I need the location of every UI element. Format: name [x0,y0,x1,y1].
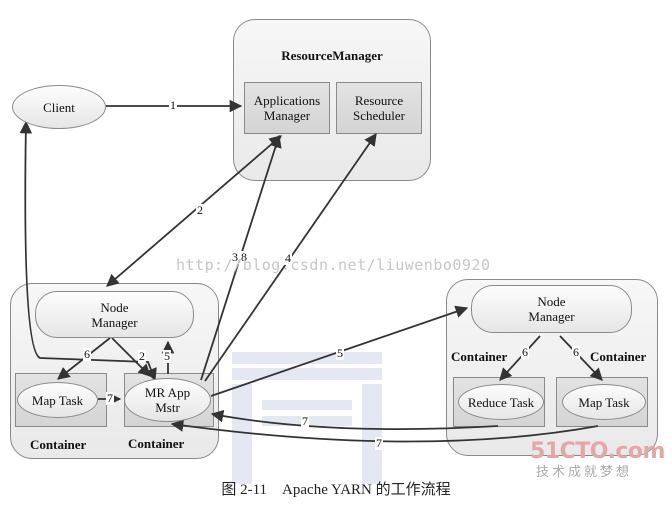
brand-logo-tagline: 技术成就梦想 [536,465,633,480]
mr-app-master-node: MR App Mstr [124,378,211,422]
map-task-right-label: Map Task [578,394,630,410]
edge-label-3-8: 3,8 [231,250,248,264]
client-label: Client [43,99,75,115]
edge-label-6-right-2: 6 [572,345,580,359]
node-manager-left-label: Node Manager [91,299,138,330]
edge-label-7-b: 7 [375,436,383,450]
brand-logo-text: 51CTO.com [530,439,665,464]
edge-label-1: 1 [169,98,177,112]
arrow-map-task-right-to-mr-master [170,419,599,443]
map-task-right-node: Map Task [562,384,646,420]
edge-label-2: 2 [196,203,204,217]
edge-label-5: 5 [336,346,344,360]
arrow-reduce-task-to-mr-master [210,409,499,431]
edge-label-4: 4 [284,251,292,265]
resource-scheduler-label: Resource Scheduler [353,93,405,123]
mr-app-master-label: MR App Mstr [144,385,191,415]
applications-manager-box [244,82,330,134]
map-task-left-node: Map Task [17,382,98,418]
resource-scheduler-box [336,82,422,134]
node-manager-right-label: Node Manager [528,294,575,324]
edge-label-5-left: 5 [163,349,171,363]
edge-label-7-a: 7 [301,414,309,428]
container-left-2-label: Container [128,436,185,451]
node-manager-right: Node Manager [471,285,632,333]
edge-label-2-left: 2 [138,349,146,363]
watermark-url: http://blog.csdn.net/liuwenbo0920 [176,256,491,274]
container-right-2-label: Container [590,349,647,364]
resource-manager-title: ResourceManager [281,48,383,63]
figure-caption: 图 2-11 Apache YARN 的工作流程 [221,482,451,498]
client-node: Client [12,85,106,129]
arrow-right-node-manager-to-map-task [559,335,603,381]
reduce-task-label: Reduce Task [467,394,535,410]
arrow-right-node-manager-to-reduce-task [499,335,541,381]
arrow-client-to-mr-master [19,120,157,382]
node-manager-left: Node Manager [35,291,194,338]
edge-label-6-right-1: 6 [521,345,529,359]
edge-label-7-left: 7 [106,391,114,405]
arrow-node-manager-to-mr-master [111,337,151,377]
edge-label-6-left: 6 [83,347,91,361]
applications-manager-label: Applications Manager [253,93,321,123]
container-left-1-label: Container [30,437,87,452]
reduce-task-node: Reduce Task [458,384,544,420]
container-right-1-label: Container [451,349,508,364]
brand-logo: 51CTO.com 技术成就梦想 [530,440,670,482]
map-task-left-label: Map Task [31,392,84,408]
